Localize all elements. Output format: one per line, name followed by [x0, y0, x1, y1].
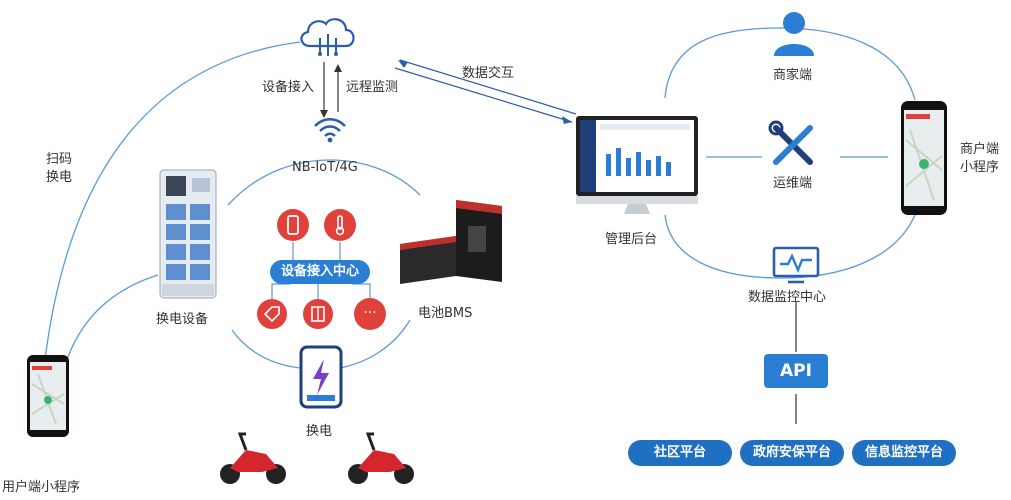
- label-ops: 运维端: [773, 176, 813, 191]
- platform-government: 政府安保平台: [740, 440, 844, 466]
- label-merchant-app-line1: 商户端: [960, 142, 1000, 157]
- label-swap-device: 换电设备: [156, 312, 209, 327]
- label-swap: 换电: [306, 424, 333, 439]
- admin-monitor-image: [576, 116, 698, 214]
- platform-info-monitor: 信息监控平台: [852, 440, 956, 466]
- arc-network-ring: [227, 159, 421, 206]
- platform-community: 社区平台: [628, 440, 732, 466]
- label-device-access: 设备接入: [262, 80, 315, 95]
- api-box: API: [764, 354, 828, 388]
- label-remote-monitor: 远程监测: [346, 80, 399, 95]
- label-network: NB-IoT/4G: [292, 160, 358, 175]
- user-icon: [774, 12, 814, 56]
- arc-right-ring: [664, 27, 916, 101]
- label-data-exchange: 数据交互: [462, 66, 515, 81]
- merchant-phone-image: [901, 101, 947, 215]
- battery-bms-image: [400, 200, 502, 284]
- user-phone-image: [27, 355, 69, 437]
- label-admin: 管理后台: [605, 232, 658, 247]
- more-icon: ···: [354, 298, 386, 330]
- arc-cloud-to-user: [44, 41, 301, 361]
- label-scan-line2: 换电: [46, 170, 73, 185]
- monitor-chart-icon: [772, 246, 820, 284]
- wrench-screwdriver-icon: [768, 120, 813, 165]
- cabinet-icon: [303, 299, 333, 329]
- scooter-icon: [220, 432, 286, 484]
- label-monitor-center: 数据监控中心: [748, 290, 827, 305]
- label-user-app: 用户端小程序: [2, 480, 81, 495]
- phone-red-icon: [277, 209, 309, 241]
- cloud-icon: [300, 18, 355, 56]
- scooter-icon-2: [348, 432, 414, 484]
- hub-center-pill: 设备接入中心: [270, 260, 370, 284]
- arc-ring-bottom: [231, 319, 411, 369]
- wifi-icon: [314, 118, 346, 143]
- label-scan-line1: 扫码: [46, 152, 73, 167]
- arc-user-to-device: [64, 274, 159, 366]
- label-merchant: 商家端: [773, 68, 813, 83]
- battery-charge-icon: [299, 345, 343, 409]
- swap-cabinet-image: [159, 169, 217, 299]
- label-battery-bms: 电池BMS: [418, 306, 473, 321]
- label-merchant-app-line2: 小程序: [960, 160, 1000, 175]
- tag-icon: [257, 299, 287, 329]
- thermometer-icon: [324, 209, 356, 241]
